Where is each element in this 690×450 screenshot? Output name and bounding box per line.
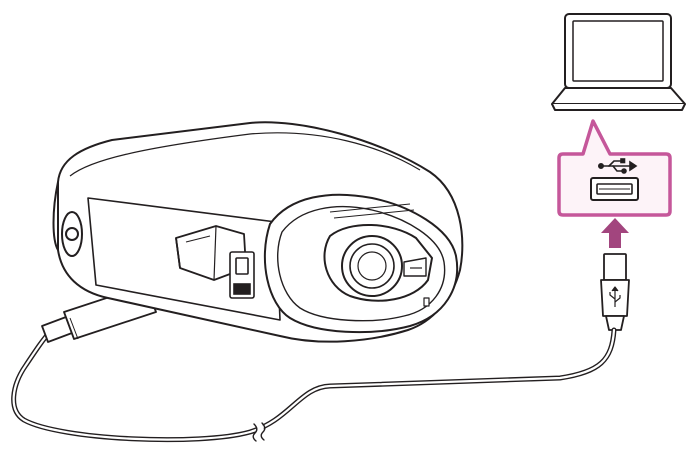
usb-port-callout xyxy=(559,121,670,215)
usb-plug-icon xyxy=(601,254,629,330)
usb-port-icon xyxy=(591,178,638,200)
camera-usb-port-icon xyxy=(230,252,254,298)
usb-cable-icon xyxy=(14,330,614,441)
laptop-icon xyxy=(552,14,685,110)
insert-arrow-up-icon xyxy=(601,218,629,248)
